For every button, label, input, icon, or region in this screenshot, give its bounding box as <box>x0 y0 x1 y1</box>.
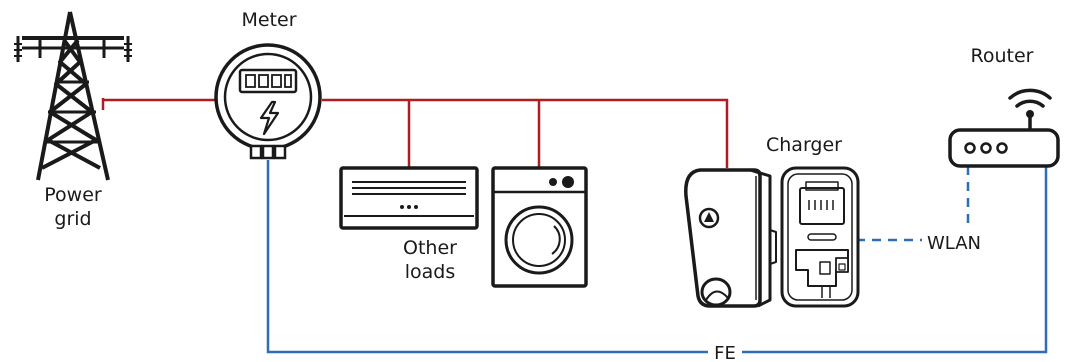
charger-side-icon <box>686 170 776 306</box>
meter-icon <box>216 45 320 158</box>
charger-front-icon <box>782 168 858 306</box>
power-grid-label-line2: grid <box>54 208 91 230</box>
fe-label: FE <box>714 343 736 362</box>
power-lines <box>103 100 727 168</box>
wlan-tag: WLAN <box>922 230 986 254</box>
router-icon <box>950 90 1058 166</box>
other-loads-label-line2: loads <box>405 261 456 283</box>
power-grid-label-line1: Power <box>44 184 102 206</box>
meter-to-charger-line <box>322 100 727 168</box>
meter-label: Meter <box>241 9 296 31</box>
fe-tag: FE <box>708 342 742 362</box>
power-tower-icon <box>14 12 132 180</box>
wlan-label: WLAN <box>927 233 981 254</box>
washing-machine-icon <box>493 168 586 286</box>
router-label: Router <box>971 45 1034 67</box>
air-conditioner-icon <box>341 168 477 228</box>
other-loads-label-line1: Other <box>403 237 457 259</box>
charger-label: Charger <box>766 134 842 156</box>
